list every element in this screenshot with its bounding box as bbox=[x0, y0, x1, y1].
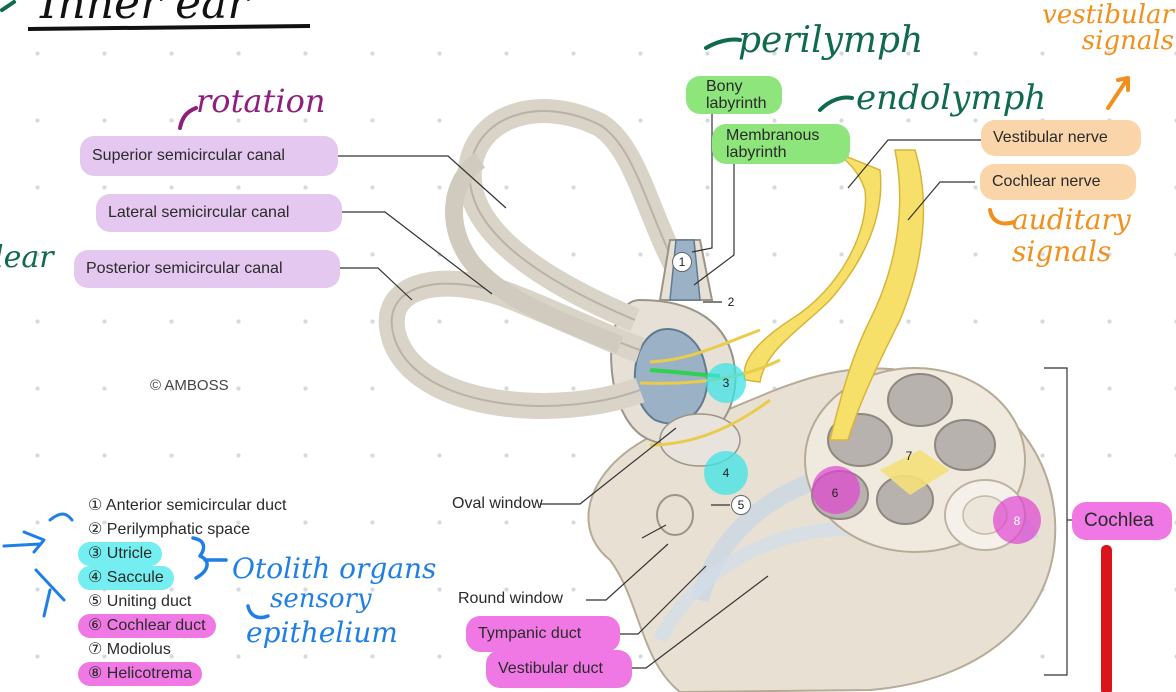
label-posterior-semicircular-canal: Posterior semicircular canal bbox=[74, 250, 340, 288]
legend-item-4-text: ④ Saccule bbox=[78, 566, 174, 590]
legend-item-4: ④ Saccule bbox=[78, 566, 286, 590]
page-title: Inner ear bbox=[40, 0, 249, 29]
label-vestibular-duct: Vestibular duct bbox=[486, 650, 632, 688]
annotation-auditory-signals: auditary signals bbox=[1012, 203, 1131, 268]
legend-item-6: ⑥ Cochlear duct bbox=[78, 614, 286, 638]
marker-6: 6 bbox=[831, 486, 839, 500]
cochlear-duct-highlight bbox=[812, 466, 860, 514]
legend-item-7: ⑦ Modiolus bbox=[88, 641, 171, 658]
numbered-legend: ① Anterior semicircular duct ② Perilymph… bbox=[78, 494, 287, 686]
legend-item-1: ① Anterior semicircular duct bbox=[88, 497, 287, 514]
leader-lines bbox=[338, 112, 1076, 676]
label-cochlea: Cochlea bbox=[1072, 502, 1172, 540]
legend-item-2: ② Perilymphatic space bbox=[88, 521, 250, 538]
label-vestibular-nerve: Vestibular nerve bbox=[981, 120, 1141, 156]
annotation-otolith-organs: Otolith organs bbox=[232, 552, 437, 585]
label-oval-window: Oval window bbox=[452, 495, 543, 512]
legend-item-3: ③ Utricle bbox=[78, 542, 286, 566]
label-superior-semicircular-canal: Superior semicircular canal bbox=[80, 136, 338, 176]
label-membranous-labyrinth: Membranous labyrinth bbox=[712, 124, 850, 164]
marker-5: 5 bbox=[731, 495, 751, 515]
legend-item-5: ⑤ Uniting duct bbox=[88, 593, 192, 610]
marker-7: 7 bbox=[905, 449, 913, 463]
annotation-left-fragment: lear bbox=[0, 240, 54, 275]
marker-8: 8 bbox=[1013, 514, 1021, 528]
annotation-sensory: sensory bbox=[270, 584, 372, 614]
copyright-text: © AMBOSS bbox=[150, 377, 229, 394]
legend-item-6-text: ⑥ Cochlear duct bbox=[78, 614, 216, 638]
marker-2: 2 bbox=[727, 295, 735, 309]
marker-1: 1 bbox=[672, 252, 692, 272]
marker-4: 4 bbox=[722, 466, 730, 480]
annotation-perilymph: perilymph bbox=[738, 20, 924, 61]
label-tympanic-duct: Tympanic duct bbox=[466, 616, 620, 652]
vestibule-and-canals bbox=[378, 99, 741, 536]
red-marker-bar bbox=[1101, 545, 1112, 692]
helicotrema-highlight bbox=[993, 496, 1041, 544]
annotation-endolymph: endolymph bbox=[856, 78, 1047, 118]
annotation-vestibular-signals: vestibular signals bbox=[1042, 0, 1174, 56]
marker-3: 3 bbox=[722, 376, 730, 390]
annotation-rotation: rotation bbox=[196, 82, 326, 120]
label-round-window: Round window bbox=[458, 590, 563, 607]
saccule-highlight bbox=[704, 451, 748, 495]
label-bony-labyrinth: Bony labyrinth bbox=[686, 76, 782, 114]
label-lateral-semicircular-canal: Lateral semicircular canal bbox=[96, 194, 342, 232]
legend-item-3-text: ③ Utricle bbox=[78, 542, 163, 566]
annotation-epithelium: epithelium bbox=[246, 616, 398, 649]
legend-item-8-text: ⑧ Helicotrema bbox=[78, 662, 203, 686]
label-cochlear-nerve: Cochlear nerve bbox=[980, 164, 1136, 200]
legend-item-8: ⑧ Helicotrema bbox=[78, 662, 286, 686]
utricle-highlight bbox=[706, 363, 746, 403]
